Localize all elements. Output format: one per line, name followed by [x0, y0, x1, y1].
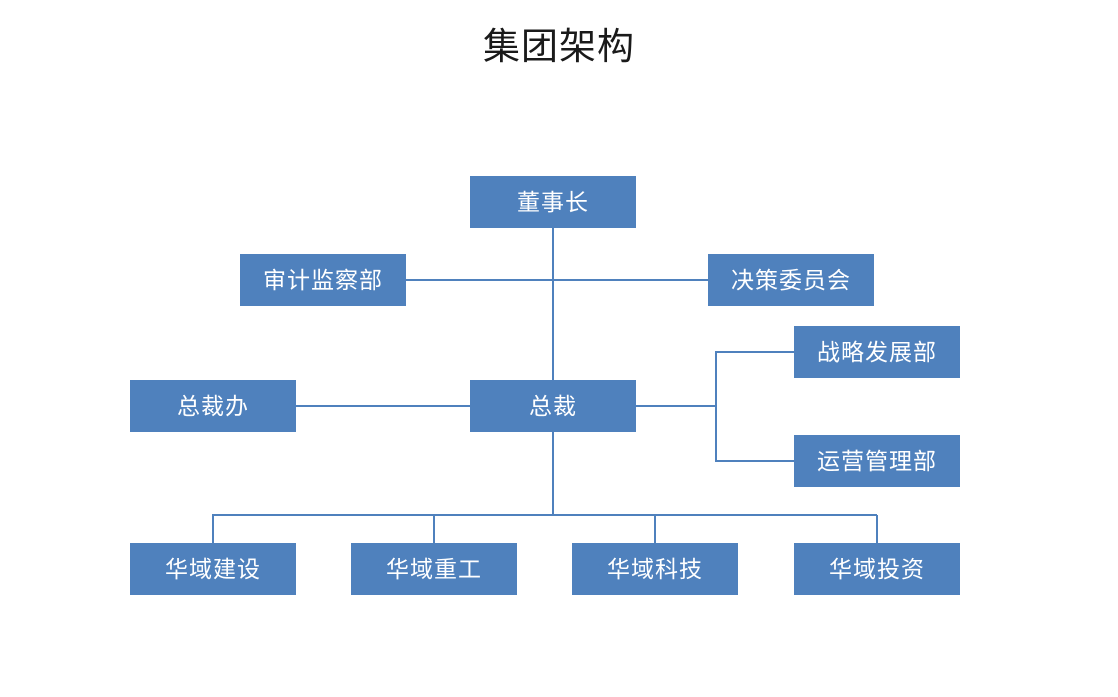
node-subsidiary-technology-label: 华域科技 — [607, 555, 703, 582]
connector-chairman-to-president — [552, 228, 554, 380]
connector-bracket-stem — [636, 405, 716, 407]
node-subsidiary-investment-label: 华域投资 — [829, 555, 925, 582]
node-strategy-department-label: 战略发展部 — [817, 338, 937, 365]
node-subsidiary-heavy-industry-label: 华域重工 — [386, 555, 482, 582]
node-subsidiary-investment[interactable]: 华域投资 — [794, 543, 960, 595]
connector-president-office — [296, 405, 470, 407]
node-president[interactable]: 总裁 — [470, 380, 636, 432]
node-decision-committee[interactable]: 决策委员会 — [708, 254, 874, 306]
connector-bracket-to-operations — [715, 460, 794, 462]
node-audit-department[interactable]: 审计监察部 — [240, 254, 406, 306]
node-audit-department-label: 审计监察部 — [263, 266, 383, 293]
node-subsidiary-heavy-industry[interactable]: 华域重工 — [351, 543, 517, 595]
connector-drop-sub-tech — [654, 515, 656, 543]
node-president-label: 总裁 — [529, 392, 577, 419]
node-subsidiary-technology[interactable]: 华域科技 — [572, 543, 738, 595]
node-president-office[interactable]: 总裁办 — [130, 380, 296, 432]
connector-audit-to-committee — [406, 279, 708, 281]
node-president-office-label: 总裁办 — [177, 392, 249, 419]
connector-drop-sub-invest — [876, 515, 878, 543]
node-chairman[interactable]: 董事长 — [470, 176, 636, 228]
connector-president-to-subsidiaries — [552, 432, 554, 515]
page-title: 集团架构 — [483, 26, 635, 67]
connector-bracket-to-strategy — [715, 351, 794, 353]
node-operations-department-label: 运营管理部 — [817, 447, 937, 474]
node-subsidiary-construction-label: 华域建设 — [165, 555, 261, 582]
node-chairman-label: 董事长 — [517, 188, 589, 215]
node-decision-committee-label: 决策委员会 — [731, 266, 851, 293]
connector-bracket-spine — [715, 352, 717, 462]
node-operations-department[interactable]: 运营管理部 — [794, 435, 960, 487]
connector-subsidiary-bar — [212, 514, 877, 516]
connector-drop-sub-build — [212, 515, 214, 543]
connector-drop-sub-heavy — [433, 515, 435, 543]
node-subsidiary-construction[interactable]: 华域建设 — [130, 543, 296, 595]
node-strategy-department[interactable]: 战略发展部 — [794, 326, 960, 378]
